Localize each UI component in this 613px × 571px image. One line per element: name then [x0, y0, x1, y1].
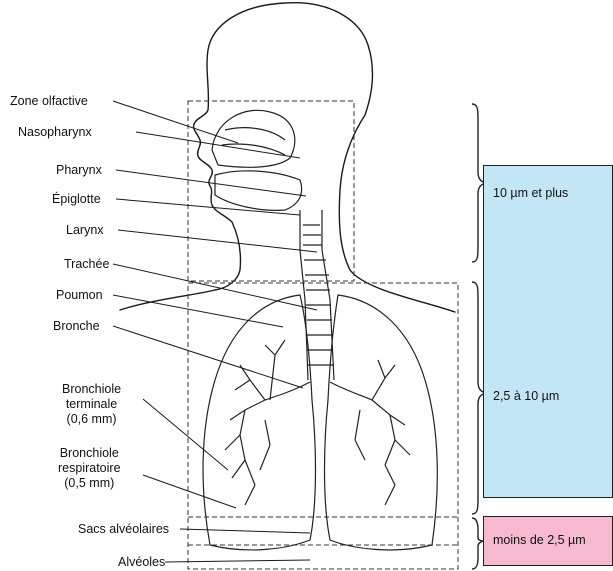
zone-10um-text: 10 µm et plus: [493, 186, 568, 200]
particle-zone-below-2-5um: moins de 2,5 µm: [483, 516, 613, 566]
label-bronchiole-respiratoire: Bronchiole respiratoire (0,5 mm): [58, 446, 121, 491]
label-sacs-alveolaires: Sacs alvéolaires: [78, 522, 169, 537]
left-lung: [203, 295, 315, 550]
right-bronchi: [330, 360, 410, 505]
label-larynx: Larynx: [66, 223, 104, 238]
label-epiglotte: Épiglotte: [52, 192, 101, 207]
label-bronche: Bronche: [53, 319, 100, 334]
label-trachee: Trachée: [64, 257, 109, 272]
label-poumon: Poumon: [56, 288, 103, 303]
label-bronchiole-terminale: Bronchiole terminale (0,6 mm): [62, 382, 121, 427]
left-bronchi: [225, 340, 310, 505]
particle-zone-10um: 10 µm et plus 2,5 à 10 µm: [483, 165, 613, 498]
head-outline: [120, 3, 455, 312]
right-lung: [325, 295, 438, 550]
zone-2-5-10um-text: 2,5 à 10 µm: [493, 389, 559, 403]
thorax-region-box: [188, 283, 458, 569]
label-zone-olfactive: Zone olfactive: [10, 94, 88, 109]
label-alveoles: Alvéoles: [118, 555, 165, 570]
label-nasopharynx: Nasopharynx: [18, 125, 92, 140]
oral-cavity: [215, 171, 302, 210]
label-pharynx: Pharynx: [56, 163, 102, 178]
zone-below-2-5um-text: moins de 2,5 µm: [493, 533, 586, 547]
brace-lower: [472, 518, 483, 569]
